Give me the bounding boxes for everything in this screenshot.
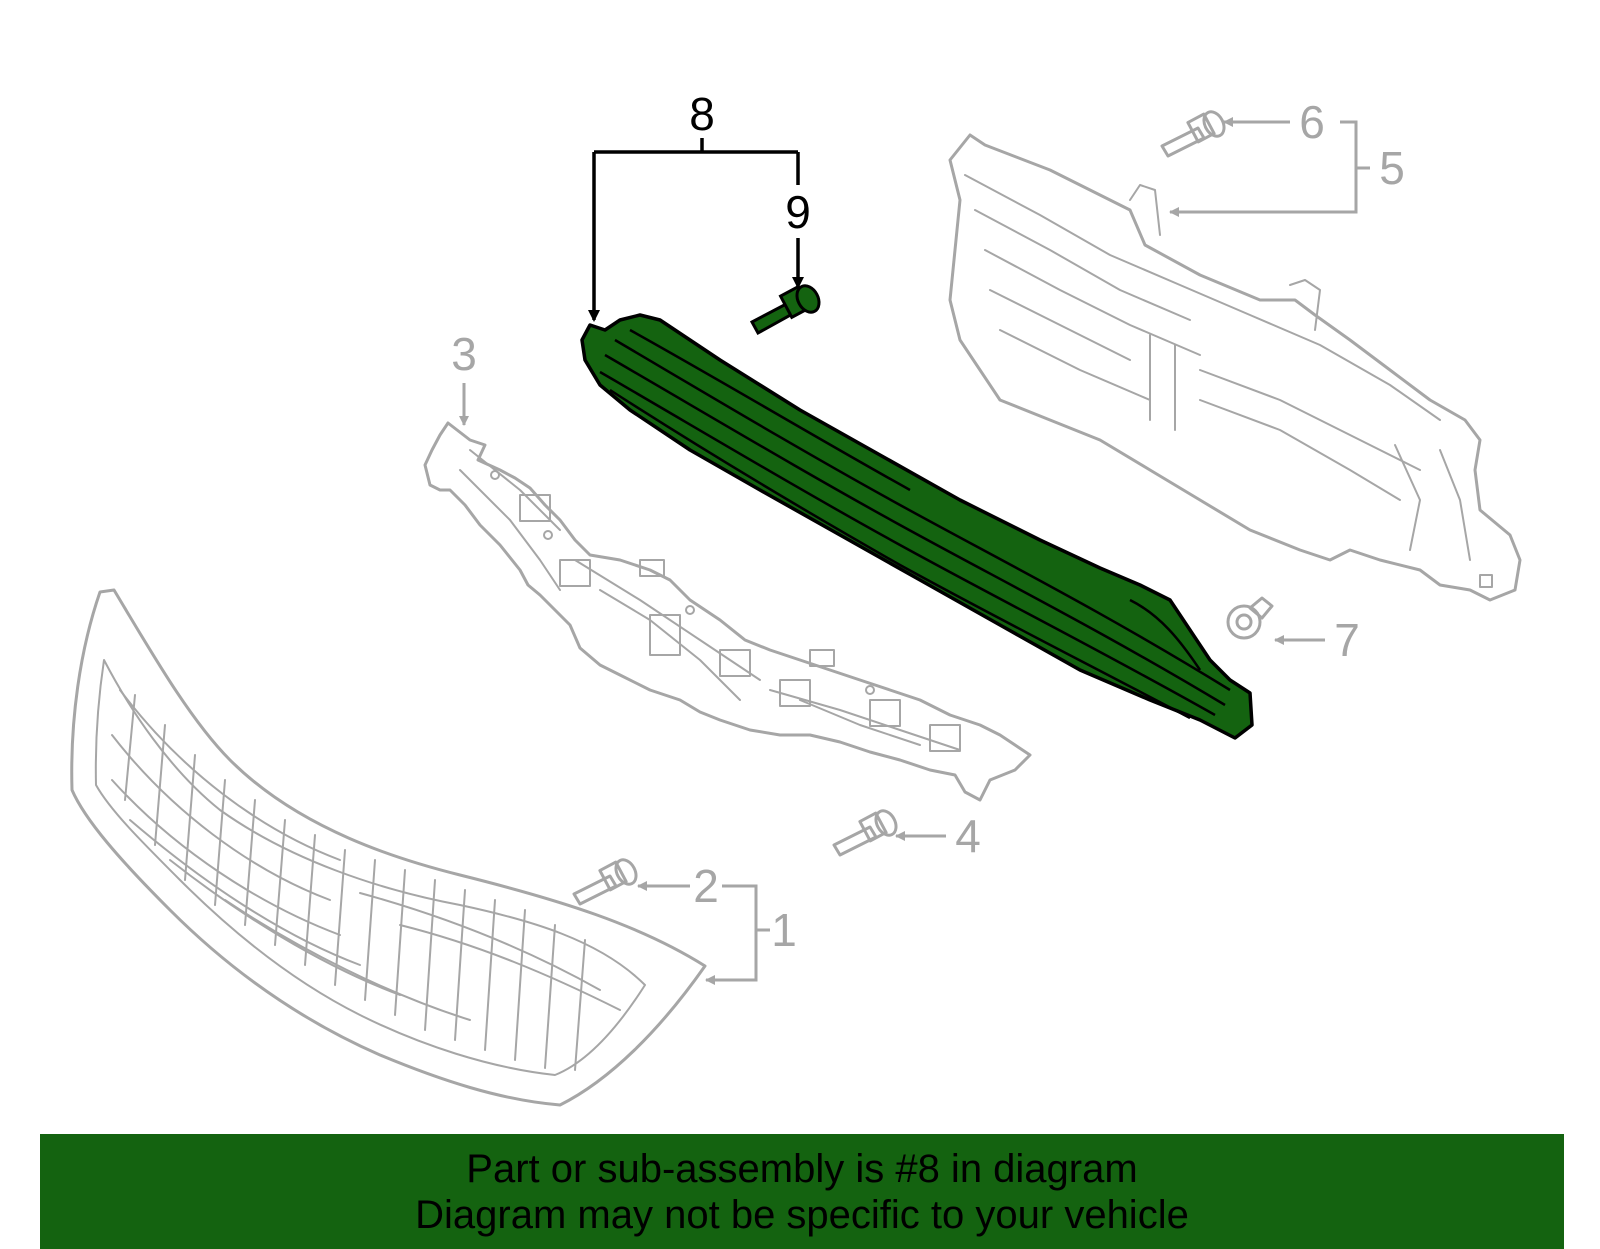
bolt-part-9 — [749, 284, 821, 336]
callout-8: 8 — [689, 88, 715, 140]
callout-4: 4 — [955, 810, 981, 862]
shroud-part-5 — [948, 133, 1522, 602]
callout-6: 6 — [1299, 96, 1325, 148]
callout-7: 7 — [1334, 614, 1360, 666]
clip-part-7 — [1226, 596, 1274, 640]
bracket-part-3 — [423, 421, 1032, 802]
lower-grille-part-8 — [580, 313, 1254, 740]
parts-diagram: 8 9 6 5 3 7 4 2 1 — [70, 88, 1522, 1107]
callout-9: 9 — [785, 186, 811, 238]
callout-5: 5 — [1379, 142, 1405, 194]
bolt-part-4 — [832, 809, 898, 857]
disclaimer-banner: Part or sub-assembly is #8 in diagram Di… — [40, 1134, 1564, 1249]
banner-line-1: Part or sub-assembly is #8 in diagram — [466, 1146, 1138, 1191]
bolt-part-6 — [1160, 110, 1226, 158]
callout-2: 2 — [693, 860, 719, 912]
callout-3: 3 — [451, 328, 477, 380]
callout-1: 1 — [771, 904, 797, 956]
banner-line-2: Diagram may not be specific to your vehi… — [415, 1192, 1189, 1237]
grille-part-1 — [70, 588, 707, 1107]
leader-lines — [459, 117, 1370, 985]
bolt-part-2 — [572, 858, 638, 906]
